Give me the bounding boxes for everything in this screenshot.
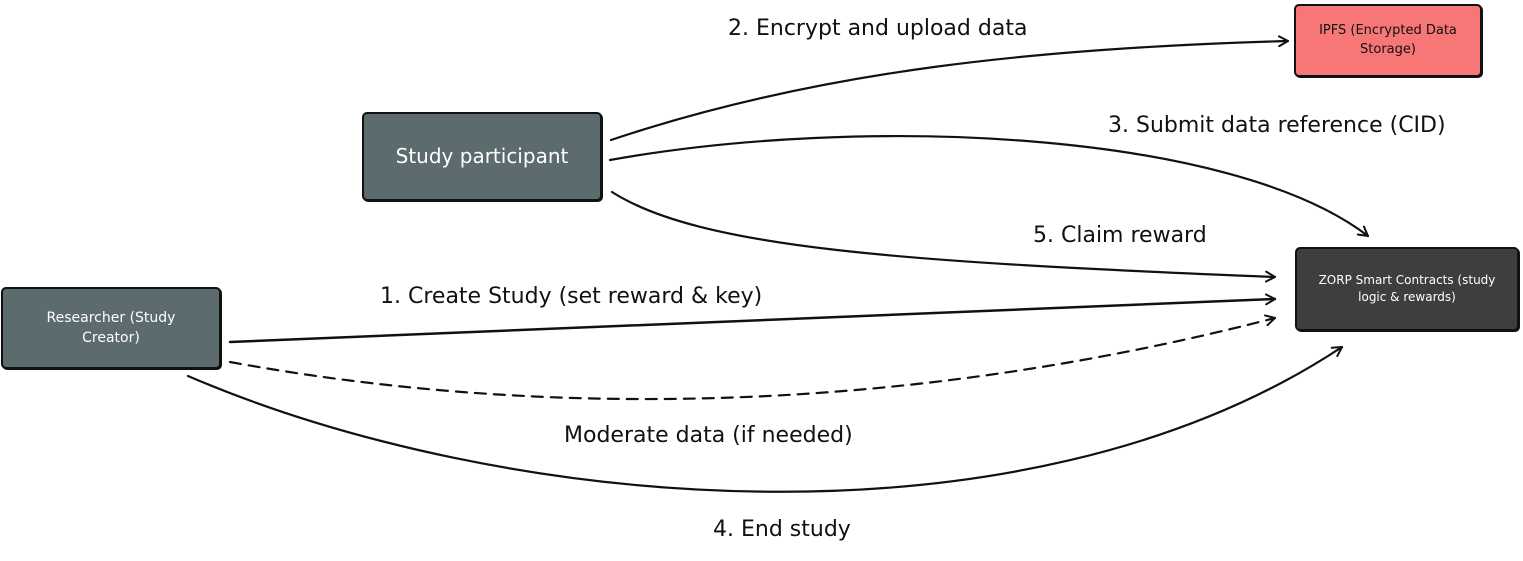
edge-claim-arrow <box>610 190 1277 283</box>
edge-moderate-label: Moderate data (if needed) <box>564 423 853 448</box>
edge-upload-label: 2. Encrypt and upload data <box>728 16 1028 41</box>
zorp-label: ZORP Smart Contracts (study logic & rewa… <box>1318 272 1496 304</box>
study-participant-node: Study participant <box>362 112 602 201</box>
ipfs-node: IPFS (Encrypted Data Storage) <box>1294 4 1482 77</box>
edge-submit-label: 3. Submit data reference (CID) <box>1108 113 1446 138</box>
edge-end-label: 4. End study <box>713 517 851 542</box>
study-participant-label: Study participant <box>395 144 569 168</box>
edge-end-arrow <box>186 345 1344 493</box>
edge-moderate-arrow <box>228 314 1277 401</box>
edge-create-label: 1. Create Study (set reward & key) <box>380 284 763 309</box>
edge-upload-arrow <box>609 35 1290 142</box>
edge-submit-arrow <box>608 135 1370 238</box>
researcher-label: Researcher (Study Creator) <box>46 309 176 346</box>
edge-claim-label: 5. Claim reward <box>1033 223 1207 248</box>
researcher-node: Researcher (Study Creator) <box>1 287 221 369</box>
ipfs-label: IPFS (Encrypted Data Storage) <box>1319 22 1457 57</box>
edge-create-arrow <box>228 293 1277 344</box>
zorp-smart-contracts-node: ZORP Smart Contracts (study logic & rewa… <box>1295 247 1519 331</box>
